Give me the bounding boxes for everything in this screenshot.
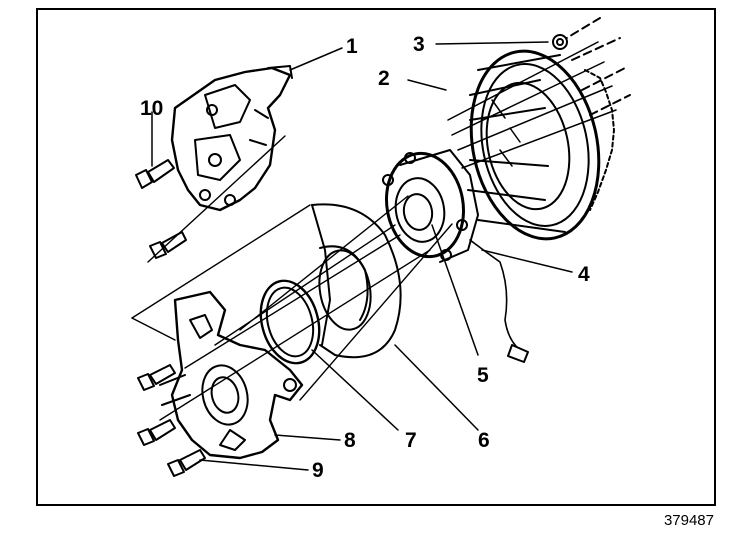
callout-6: 6 (478, 429, 490, 452)
callout-9: 9 (312, 459, 324, 482)
callout-4: 4 (578, 263, 590, 286)
assembly-guide-lines (131, 135, 453, 421)
figure-frame (36, 8, 716, 506)
brake-caliper (170, 65, 293, 212)
callout-5: 5 (477, 364, 489, 387)
leader-lines (151, 41, 573, 471)
caliper-bolts (135, 159, 187, 259)
callout-3: 3 (413, 33, 425, 56)
knuckle-bolts (137, 364, 206, 477)
wheel-studs (447, 17, 631, 169)
callout-8: 8 (344, 429, 356, 452)
figure-id-number: 379487 (663, 512, 714, 529)
hub-bearing-assembly (382, 149, 529, 363)
brake-rotor (467, 49, 615, 241)
callout-10: 10 (140, 97, 164, 120)
callout-2: 2 (378, 67, 390, 90)
callout-1: 1 (346, 35, 358, 58)
seal-ring (259, 279, 321, 365)
callout-7: 7 (405, 429, 417, 452)
